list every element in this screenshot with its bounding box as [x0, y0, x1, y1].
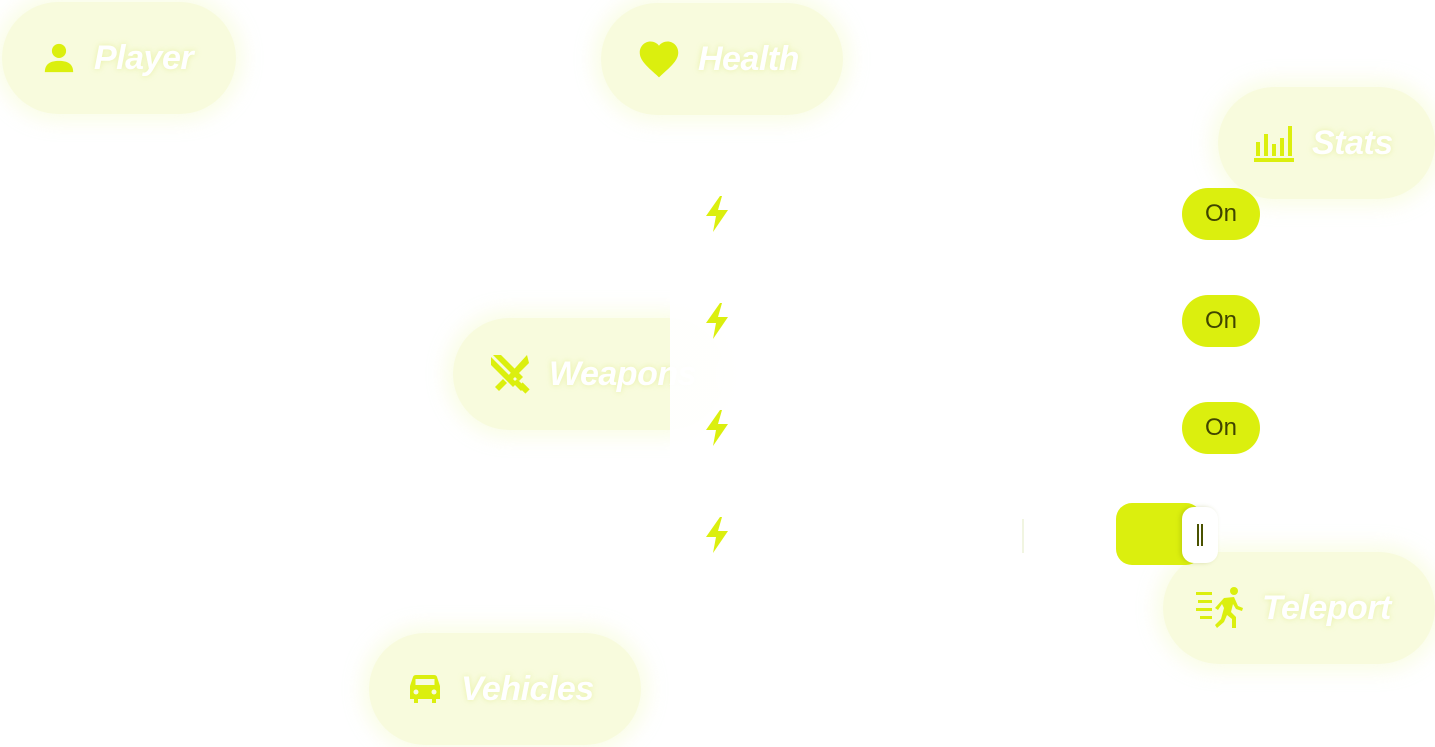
toggle-button[interactable]: On — [1182, 402, 1260, 454]
grip-icon — [1197, 524, 1203, 546]
menu-pill-stats[interactable]: Stats — [1218, 87, 1435, 199]
lightning-bolt-icon — [704, 517, 730, 558]
option-row: On — [700, 291, 1270, 351]
person-icon — [42, 41, 76, 75]
menu-pill-label: Health — [698, 39, 799, 78]
heart-icon — [638, 39, 680, 79]
lightning-bolt-icon — [704, 196, 730, 237]
option-row — [700, 503, 1270, 565]
lightning-bolt-icon — [704, 303, 730, 344]
menu-pill-health[interactable]: Health — [601, 3, 843, 115]
menu-pill-label: Player — [94, 38, 194, 77]
car-icon — [407, 673, 443, 705]
menu-pill-label: Stats — [1312, 123, 1393, 162]
divider — [1022, 519, 1024, 553]
running-person-icon — [1196, 586, 1244, 630]
menu-pill-label: Vehicles — [461, 669, 594, 708]
menu-pill-player[interactable]: Player — [2, 2, 236, 114]
menu-pill-label: Teleport — [1262, 588, 1391, 627]
slider-handle[interactable] — [1182, 507, 1218, 563]
option-row: On — [700, 398, 1270, 458]
menu-pill-teleport[interactable]: Teleport — [1163, 552, 1435, 664]
menu-pill-label: Weapons — [549, 354, 697, 393]
toggle-button[interactable]: On — [1182, 188, 1260, 240]
crossed-swords-icon — [489, 353, 531, 395]
lightning-bolt-icon — [704, 410, 730, 451]
value-slider[interactable] — [1116, 503, 1220, 565]
option-row: On — [700, 184, 1270, 244]
toggle-button[interactable]: On — [1182, 295, 1260, 347]
bar-chart-icon — [1254, 124, 1294, 162]
menu-pill-vehicles[interactable]: Vehicles — [369, 633, 641, 745]
menu-pill-weapons[interactable]: Weapons — [453, 318, 725, 430]
